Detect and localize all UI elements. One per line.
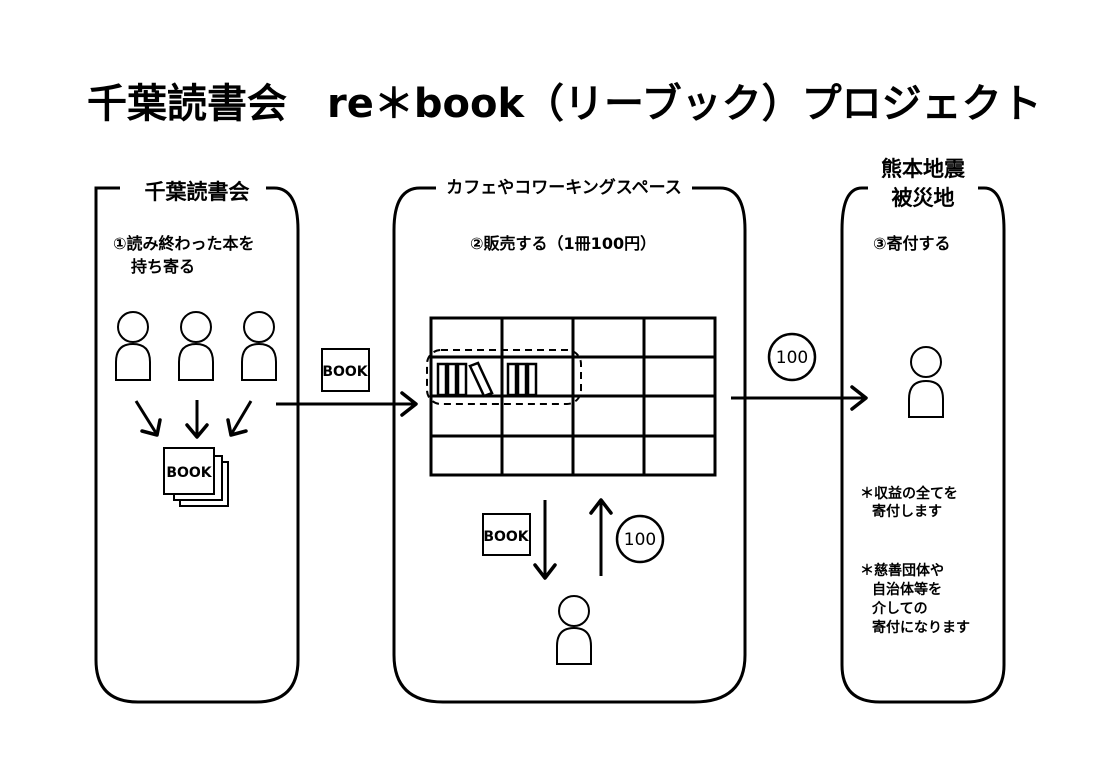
middle-coin-label: 100	[624, 530, 656, 550]
note-line: ＊収益の全てを	[860, 485, 958, 502]
shelf-books-icon	[436, 361, 538, 398]
book-stack-icon: BOOK	[163, 447, 229, 507]
arrow-down-left-icon	[226, 400, 253, 437]
page-title: 千葉読書会 re＊book（リーブック）プロジェクト	[87, 81, 1042, 127]
panel-left-step-line2: 持ち寄る	[131, 257, 195, 276]
person-icon	[908, 346, 944, 418]
panel-middle-border	[392, 186, 747, 704]
book-icon: BOOK	[482, 513, 531, 556]
book-stack-label: BOOK	[166, 465, 212, 481]
panel-right-header-line2: 被災地	[892, 186, 955, 210]
panel-chiba-reading-club: 千葉読書会 ①読み終わった本を 持ち寄る	[94, 180, 300, 704]
person-icon	[178, 311, 214, 381]
note-line: 寄付になります	[872, 619, 970, 636]
middle-book-label: BOOK	[483, 529, 529, 545]
panel-kumamoto: 熊本地震 被災地 ③寄付する ＊収益の全てを 寄付します ＊慈善団体や 自治体等…	[840, 157, 1006, 704]
arrow-down-right-icon	[134, 400, 162, 437]
coin-icon: 100	[767, 332, 817, 382]
note-line: 寄付します	[872, 503, 942, 520]
buy-book-arrow: BOOK	[482, 500, 557, 580]
person-icon	[556, 595, 592, 665]
flow-arrow-books-to-space: BOOK	[276, 348, 418, 417]
panel-middle-step: ②販売する（1冊100円）	[470, 234, 656, 253]
flow-coin-label: 100	[776, 348, 808, 368]
person-icon	[241, 311, 277, 381]
flow-book-label: BOOK	[322, 364, 368, 380]
panel-cafe-coworking: カフェやコワーキングスペース ②販売する（1冊100円）	[392, 177, 747, 704]
panel-right-step: ③寄付する	[873, 234, 951, 253]
coin-icon: 100	[615, 514, 665, 564]
arrow-down-icon	[185, 400, 209, 439]
note-line: ＊慈善団体や	[860, 562, 944, 579]
book-icon: BOOK	[321, 348, 370, 392]
panel-right-header-line1: 熊本地震	[881, 157, 966, 181]
panel-left-header: 千葉読書会	[145, 180, 250, 204]
flow-arrow-donation: 100	[731, 332, 868, 411]
note-line: 自治体等を	[872, 581, 942, 598]
bookshelf-grid	[426, 316, 717, 477]
pay-coin-arrow: 100	[589, 498, 665, 576]
note-line: 介しての	[871, 600, 928, 617]
person-icon	[115, 311, 151, 381]
panel-middle-header: カフェやコワーキングスペース	[446, 177, 681, 198]
panel-right-border	[840, 186, 1006, 704]
panel-left-border	[94, 186, 300, 704]
shelf-highlight	[426, 349, 582, 405]
panel-left-step-line1: ①読み終わった本を	[113, 234, 255, 253]
